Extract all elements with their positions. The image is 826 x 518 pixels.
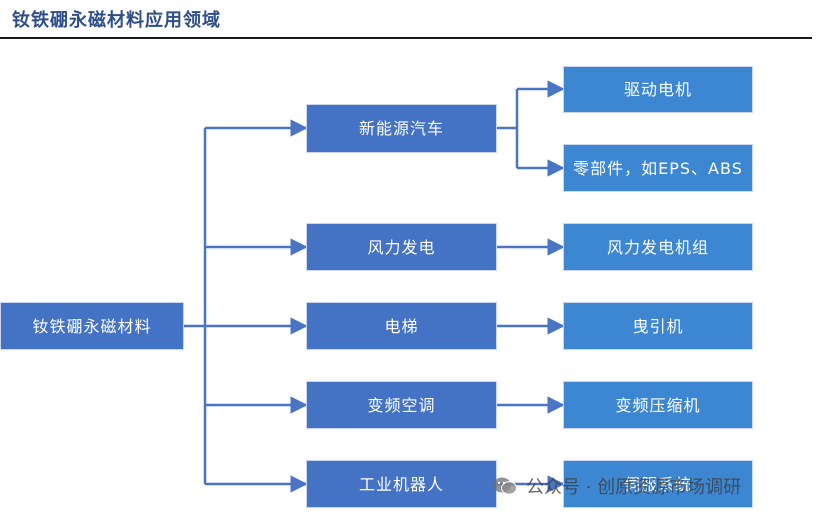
category-inverter-ac: 变频空调 [306,381,497,429]
app-servo-system: 伺服系统 [563,460,753,508]
app-drive-motor: 驱动电机 [563,66,753,113]
root-node: 钕铁硼永磁材料 [0,302,184,350]
watermark-text: 公众号 · 创原资源市场调研 [526,477,742,498]
category-industrial-robot: 工业机器人 [306,460,497,508]
category-new-energy-vehicle: 新能源汽车 [306,104,497,153]
app-wind-turbine: 风力发电机组 [563,223,753,271]
category-wind-power: 风力发电 [306,223,497,271]
wechat-icon [492,476,518,496]
app-inverter-compressor: 变频压缩机 [563,381,753,429]
watermark: 公众号 · 创原资源市场调研 [492,473,741,499]
title-divider [0,37,812,39]
app-traction-machine: 曳引机 [563,302,753,350]
diagram-title: 钕铁硼永磁材料应用领域 [12,10,221,31]
category-elevator: 电梯 [306,302,497,350]
app-components: 零部件，如EPS、ABS [563,144,753,192]
